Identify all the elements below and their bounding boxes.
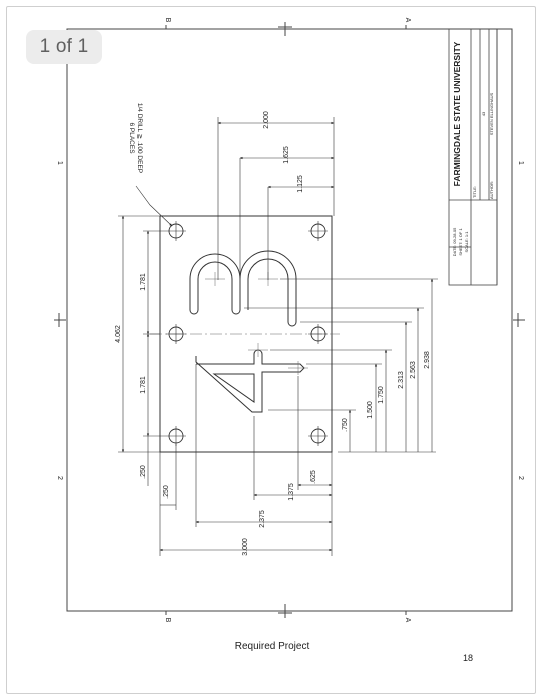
title-block [448,28,498,286]
zone-mark-right-2: 2 [517,476,524,480]
dim-750: .750 [342,418,349,432]
zone-mark-top-a: A [404,18,411,23]
dim-1781-upper: 1.781 [140,273,147,291]
title-block-author-value: STEVEN ELLINGHAUS [489,92,494,135]
zone-mark-top-b: B [164,18,171,23]
title-block-university: FARMINGDALE STATE UNIVERSITY [452,41,462,186]
required-project-caption: Required Project [234,641,310,652]
dim-2938: 2.938 [424,351,431,369]
drill-callout-leader [135,185,173,227]
dim-250-bottom: .250 [163,485,170,499]
digit-three-centers [205,272,278,286]
digit-four-centers [248,343,308,375]
dim-1375: 1.375 [288,483,295,501]
dim-4062: 4.062 [115,325,122,343]
page-counter-badge: 1 of 1 [26,30,102,64]
dim-1750: 1.750 [378,386,385,404]
dim-250-left: .250 [140,465,147,479]
title-block-title-value: 43 [481,111,486,116]
dim-1500: 1.500 [367,401,374,419]
dim-625: .625 [310,470,317,484]
title-block-date: DATE: 09-28-05 [452,227,457,256]
zone-ticks [54,22,525,618]
dim-2000: 2.000 [263,111,270,129]
zone-mark-bottom-a: A [404,618,411,623]
engraved-digit-three [189,250,297,327]
zone-mark-left-2: 2 [56,476,63,480]
dim-2375: 2.375 [259,510,266,528]
title-block-title-label: TITLE: [472,186,477,198]
zone-mark-left-1: 1 [56,161,63,165]
dim-1625: 1.625 [283,146,290,164]
title-block-author-label: AUTHOR: [489,181,494,199]
dimension-lines [118,117,438,556]
dim-3000: 3.000 [242,538,249,556]
dim-1125: 1.125 [297,175,304,193]
title-block-sheet: SHEET: 1 OF 1 [458,228,463,256]
page-number: 18 [463,653,474,663]
drill-callout-line2: 6 PLACES [128,122,135,154]
title-block-scale: SCALE: 1:1 [464,231,469,253]
drill-hole-crosshairs [166,221,328,446]
dim-2313: 2.313 [398,371,405,389]
sheet-border [66,28,513,612]
drill-callout-line1: 1/4 DRILL ≧ .100 DEEP [136,103,143,173]
zone-mark-bottom-b: B [164,618,171,623]
dim-2563: 2.563 [410,361,417,379]
dim-1781-lower: 1.781 [140,376,147,394]
engraved-digit-four [195,349,305,413]
zone-mark-right-1: 1 [517,161,524,165]
